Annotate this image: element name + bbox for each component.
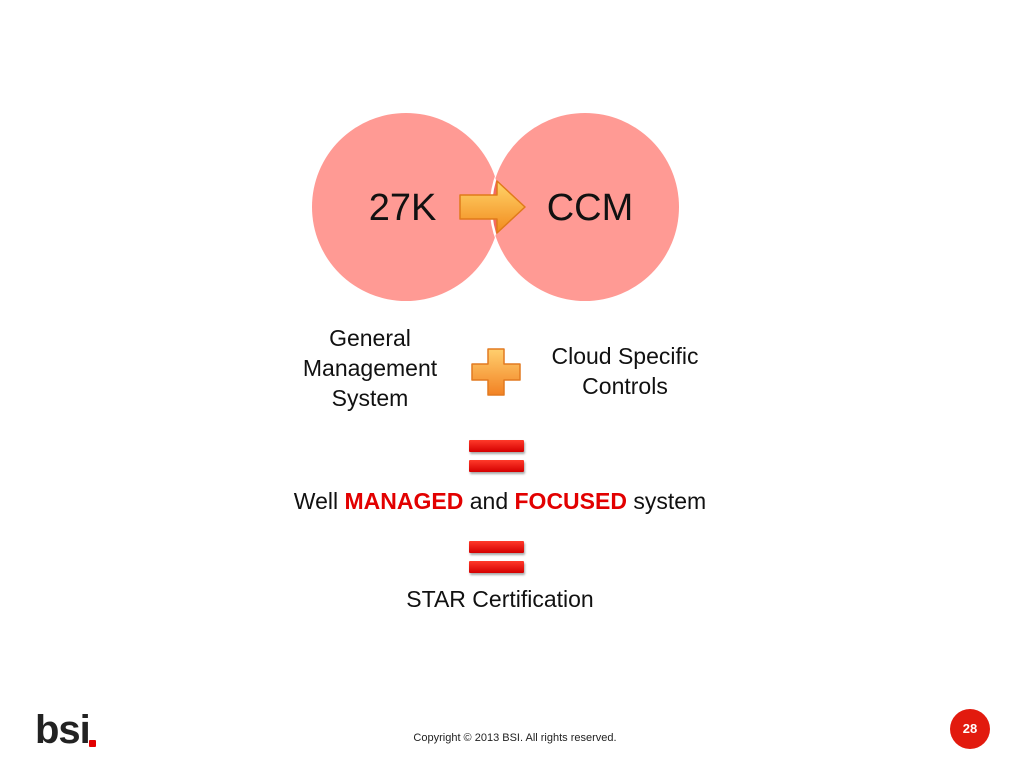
statement-highlight-focused: FOCUSED bbox=[514, 488, 627, 514]
equals-icon bbox=[469, 539, 524, 575]
statement-text: Well MANAGED and FOCUSED system bbox=[200, 486, 800, 516]
bsi-logo: bsi bbox=[35, 708, 91, 752]
right-arrow-icon bbox=[459, 180, 526, 234]
venn-circle-left bbox=[312, 113, 500, 301]
statement-prefix: Well bbox=[293, 488, 339, 514]
equals-icon bbox=[469, 438, 524, 474]
caption-general-management-system: General Management System bbox=[302, 325, 438, 411]
statement-suffix: system bbox=[633, 488, 707, 514]
caption-cloud-specific-controls: Cloud Specific Controls bbox=[551, 343, 699, 399]
venn-label-right: CCM bbox=[546, 187, 634, 229]
statement-highlight-managed: MANAGED bbox=[344, 488, 464, 514]
logo-dot bbox=[89, 740, 96, 747]
page-number-badge: 28 bbox=[950, 709, 990, 749]
venn-label-left: 27K bbox=[368, 187, 437, 229]
plus-icon bbox=[471, 348, 521, 396]
statement-middle: and bbox=[469, 488, 509, 514]
result-star-certification: STAR Certification bbox=[406, 586, 594, 612]
venn-circle-right bbox=[491, 113, 679, 301]
copyright-text: Copyright © 2013 BSI. All rights reserve… bbox=[413, 732, 617, 744]
